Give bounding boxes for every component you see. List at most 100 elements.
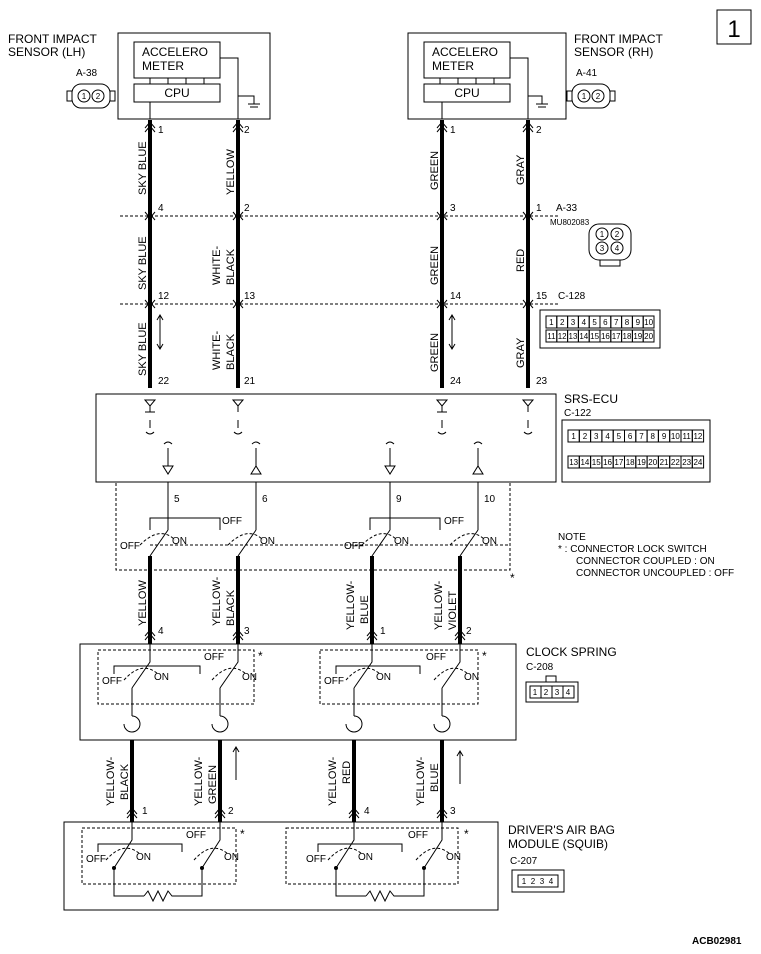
cs-switch-box-left: [97, 649, 255, 705]
a33-connector-icon: 1 2 3 4: [588, 223, 632, 267]
c128-cell-label: 4: [582, 318, 587, 327]
cs-sw1-on: ON: [154, 672, 169, 683]
seg1-wire-lh1: SKY BLUE: [137, 141, 149, 195]
c122-cell-label: 17: [614, 458, 623, 467]
seg5-wire-2a: YELLOW-: [193, 756, 205, 806]
c128-cell-label: 20: [644, 332, 653, 341]
ecu-sw1-off: OFF: [120, 541, 140, 552]
a33-pin-4: 4: [158, 203, 164, 214]
rh-cpu-box: [423, 83, 511, 103]
ecu-pin-9: 9: [396, 494, 402, 505]
airbag-box: [63, 821, 499, 911]
c122-cell-label: 11: [682, 432, 691, 441]
c128-cell-label: 15: [590, 332, 599, 341]
seg2-wire-3: GREEN: [429, 246, 441, 285]
ecu-switch-box: [115, 481, 511, 571]
ecu-pin-10: 10: [484, 494, 496, 505]
c122-cell-label: 13: [569, 458, 578, 467]
c128-pin-13: 13: [244, 291, 256, 302]
lh-connector-label: A-38: [76, 68, 98, 79]
a33-icon-pin-3: 3: [600, 244, 605, 253]
seg1-wire-lh2: YELLOW: [225, 149, 237, 195]
cs-sw2-off: OFF: [204, 652, 224, 663]
cs-sw2-on: ON: [242, 672, 257, 683]
c122-cell-label: 18: [626, 458, 635, 467]
c122-cell-label: 14: [580, 458, 589, 467]
a33-pin-3: 3: [450, 203, 456, 214]
seg5-wire-1a: YELLOW-: [105, 756, 117, 806]
cs-star-right: *: [482, 649, 487, 663]
c128-cell: [642, 315, 655, 329]
c122-cell: [691, 429, 705, 443]
seg4-wire-3a: YELLOW-: [345, 580, 357, 630]
clock-spring-box: [79, 643, 517, 741]
airbag-connector: C-207: [510, 856, 538, 867]
srs-ecu-connector: C-122: [564, 408, 592, 419]
seg5-wire-3b: RED: [341, 761, 353, 784]
ab-switch-box-right: [285, 827, 459, 885]
seg4-wire-4b: VIOLET: [447, 591, 459, 630]
ecu-sw4-on: ON: [482, 536, 497, 547]
seg3-wire-4: GRAY: [515, 337, 527, 368]
segment-direction-arrows: [156, 314, 456, 350]
ecu-sw2-on: ON: [260, 536, 275, 547]
c128-cell-label: 2: [560, 318, 565, 327]
c128-cell-label: 5: [592, 318, 597, 327]
c208-connector-icon: 1 2 3 4: [525, 675, 579, 703]
c207-icon-pin-3: 3: [540, 877, 545, 886]
rh-connector-label: A-41: [576, 68, 598, 79]
c208-icon-pin-1: 1: [533, 688, 538, 697]
c207-connector-icon: 1 2 3 4: [511, 869, 565, 893]
c207-icon-pin-2: 2: [531, 877, 536, 886]
c122-cell-label: 1: [571, 432, 576, 441]
a33-icon-pin-1: 1: [600, 230, 605, 239]
seg3-wire-2b: BLACK: [225, 333, 237, 370]
c128-cell-label: 18: [623, 332, 632, 341]
lh-cpu-box: [133, 83, 221, 103]
c128-cell-label: 16: [601, 332, 610, 341]
c122-cell-label: 24: [693, 458, 702, 467]
c122-cell-label: 7: [639, 432, 644, 441]
c128-cell-label: 1: [549, 318, 554, 327]
a33-connector-label: A-33: [556, 203, 578, 214]
ab-sw1-off: OFF: [86, 854, 106, 865]
lh-connector-icon: 1 2: [66, 83, 116, 109]
clock-spring-name: CLOCK SPRING: [526, 645, 617, 659]
c122-cell-label: 19: [637, 458, 646, 467]
ab-sw4-off: OFF: [408, 830, 428, 841]
c128-cell-label: 8: [625, 318, 630, 327]
c122-cell-label: 9: [662, 432, 667, 441]
note-line-3: CONNECTOR UNCOUPLED : OFF: [576, 568, 734, 579]
ab-star-left: *: [240, 827, 245, 841]
ab-sw2-on: ON: [224, 852, 239, 863]
ab-switch-box-left: [81, 827, 237, 885]
c128-cell-label: 10: [644, 318, 653, 327]
a33-pin-2: 2: [244, 203, 250, 214]
c122-cell-label: 22: [671, 458, 680, 467]
seg4-wire-1: YELLOW: [137, 580, 149, 626]
rh-icon-pin-2: 2: [596, 92, 601, 101]
airbag-name-2: MODULE (SQUIB): [508, 837, 608, 851]
seg5-wire-2b: GREEN: [207, 765, 219, 804]
seg4-wire-4a: YELLOW-: [433, 580, 445, 630]
ecu-switch-wires: [139, 482, 510, 557]
ecu-sw4-off: OFF: [444, 516, 464, 527]
c128-cell-label: 6: [603, 318, 608, 327]
lh-sensor-name-2: SENSOR (LH): [8, 45, 85, 59]
c122-cell-label: 21: [660, 458, 669, 467]
ecu-pin-5: 5: [174, 494, 180, 505]
c128-cell-label: 7: [614, 318, 619, 327]
seg5-wire-3a: YELLOW-: [327, 756, 339, 806]
ab-sw1-on: ON: [136, 852, 151, 863]
c128-pin-15: 15: [536, 291, 548, 302]
c122-cell-label: 2: [583, 432, 588, 441]
a33-icon-pin-4: 4: [615, 244, 620, 253]
a33-pin-1: 1: [536, 203, 542, 214]
page-number: 1: [727, 16, 740, 43]
c122-cell-label: 12: [693, 432, 702, 441]
seg5-wire-4b: BLUE: [429, 763, 441, 792]
note-line-1: * : CONNECTOR LOCK SWITCH: [558, 544, 707, 555]
seg2-wire-1: SKY BLUE: [137, 236, 149, 290]
